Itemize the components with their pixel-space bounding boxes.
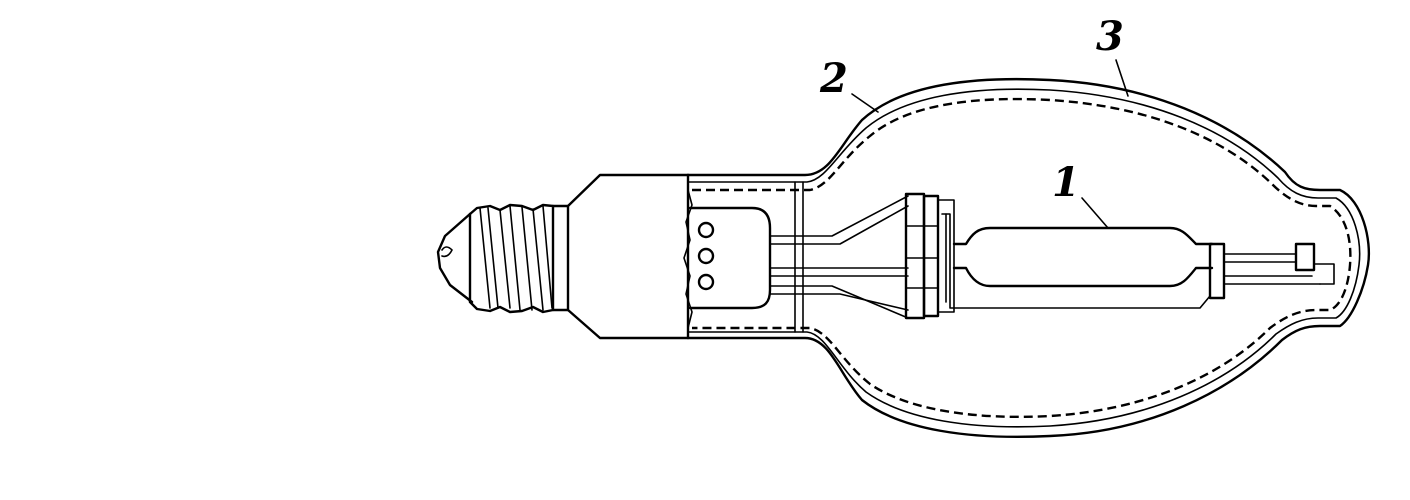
label-1: 1 xyxy=(1052,159,1080,206)
glass-stem xyxy=(683,189,772,329)
stem-hole-1 xyxy=(697,221,715,239)
screw-base xyxy=(436,203,570,314)
neck-collar xyxy=(566,173,690,340)
outer-bulb xyxy=(686,77,1370,439)
base-threads xyxy=(468,203,555,314)
phosphor-coating xyxy=(692,97,1352,419)
lead-wires xyxy=(769,181,909,333)
stem-hole-3 xyxy=(697,273,715,291)
leader-line-1 xyxy=(1081,197,1109,229)
leader-line-2 xyxy=(851,93,879,113)
mount-block xyxy=(904,192,955,320)
arc-tube xyxy=(941,213,1214,309)
arc-tube-end xyxy=(1208,242,1335,300)
stem-hole-2 xyxy=(697,247,715,265)
label-2: 2 xyxy=(819,55,848,102)
label-3: 3 xyxy=(1096,13,1124,60)
leader-line-3 xyxy=(1115,59,1129,97)
